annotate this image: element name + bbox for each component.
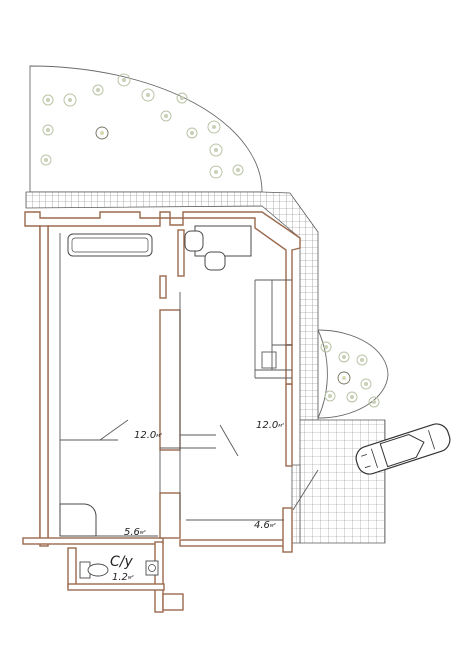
interior-lines (59, 233, 292, 537)
walls (22, 211, 301, 613)
corridor-area: 4.6м² (254, 520, 276, 531)
car-icon (355, 423, 451, 475)
desk-icon (194, 225, 252, 257)
chair-icon (184, 230, 226, 271)
plant-icon (320, 341, 380, 408)
hall-area: 5.6м² (124, 527, 146, 538)
bathroom-title: С/у (110, 554, 133, 570)
bathroom-area: 1.2м² (112, 572, 134, 583)
right-terrace (291, 419, 386, 544)
room-left-area: 12.0м² (134, 430, 162, 441)
plant-icon (40, 73, 244, 179)
hall-cabinet (59, 503, 97, 537)
sofa-icon (67, 233, 153, 257)
room-right-area: 12.0м² (256, 420, 284, 431)
sink-icon (145, 560, 159, 576)
toilet-icon (79, 561, 109, 579)
top-garden (29, 65, 263, 193)
